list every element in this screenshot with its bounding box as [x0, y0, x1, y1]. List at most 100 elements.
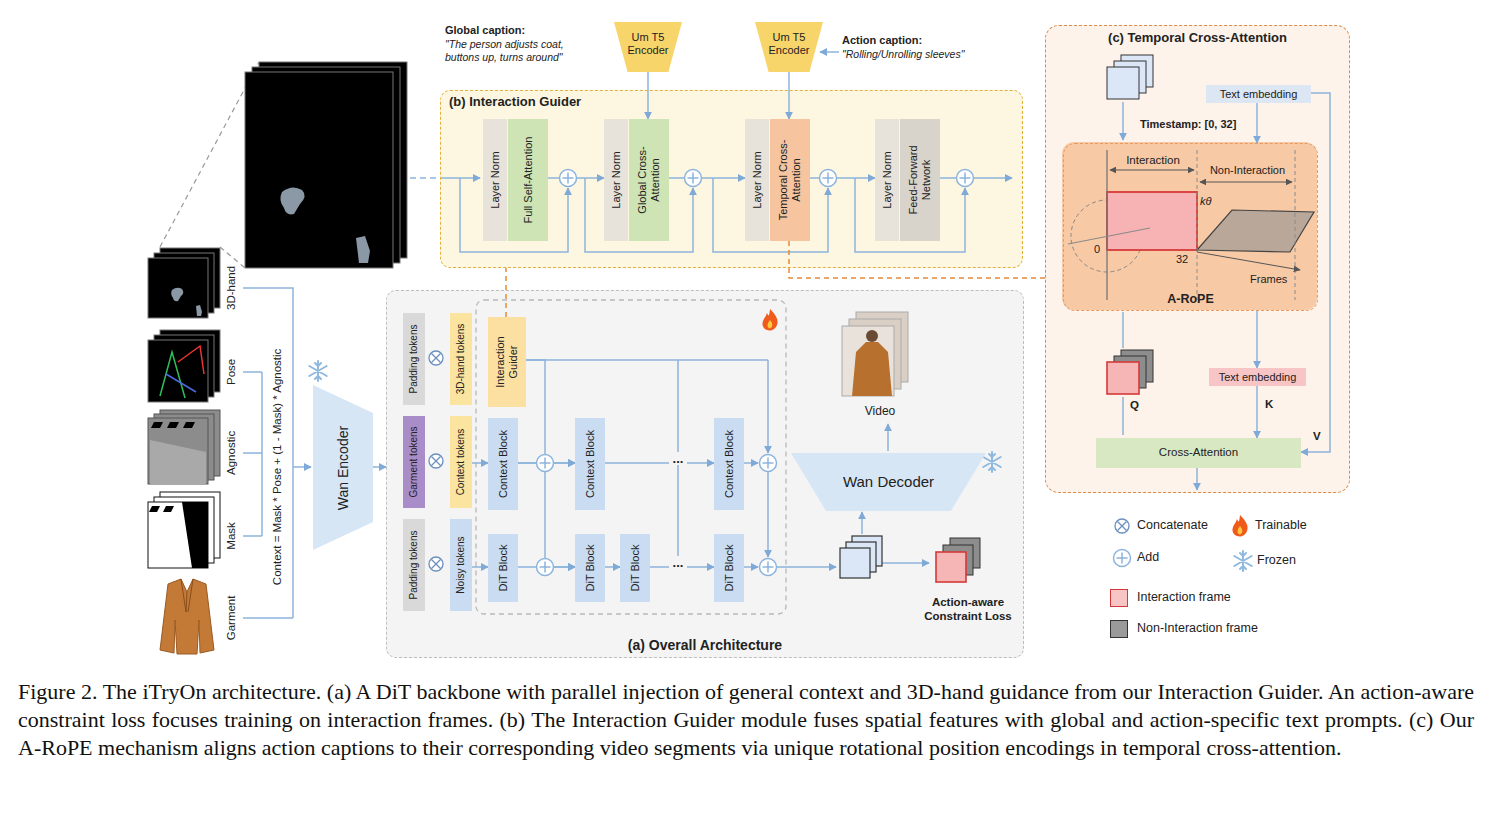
- text-label: Interaction: [1112, 154, 1194, 168]
- node-text: Wan Encoder: [335, 398, 351, 538]
- video-frames: [842, 326, 894, 396]
- input-pose-frames: [148, 330, 220, 402]
- connector: [373, 466, 386, 468]
- input-wires: [243, 288, 293, 618]
- legend-text: Trainable: [1255, 518, 1307, 533]
- process-box: Interaction Guider: [488, 317, 526, 407]
- text-label: 3D-hand: [225, 253, 239, 323]
- text-label: Non-Interaction: [1200, 164, 1295, 177]
- process-box: Global Cross-Attention: [629, 119, 669, 241]
- process-box: DiT Block: [575, 534, 605, 602]
- input-agnostic-frames: [148, 418, 208, 484]
- edge-label: V: [1313, 430, 1321, 444]
- process-box: Feed-Forward Network: [900, 119, 940, 241]
- encoder-trapezoid: Wan Encoder: [313, 385, 373, 550]
- legend-swatch: [1110, 589, 1128, 607]
- input-3d-hand-frames: [356, 236, 370, 263]
- node-text: Padding tokens: [408, 316, 420, 402]
- process-box: Full Self-Attention: [508, 119, 548, 241]
- frozen-icon: [309, 361, 326, 381]
- input-mask-frames: [149, 506, 174, 512]
- backbone-wires: [525, 359, 768, 361]
- node-text: Text embedding: [1209, 88, 1308, 101]
- legend-text: Concatenate: [1137, 518, 1208, 533]
- text-label: Pose: [225, 342, 239, 402]
- input-mask-frames: [148, 502, 208, 568]
- process-box: Context Block: [488, 418, 518, 510]
- input-mask-frames: [182, 502, 208, 568]
- concatenate-symbol: [429, 351, 443, 365]
- input-pose-frames: [166, 374, 196, 392]
- loss-frames: [936, 538, 980, 582]
- latent-frames: [840, 548, 870, 578]
- text-label: Q: [1130, 399, 1142, 413]
- input-garment: [160, 579, 214, 654]
- backbone-wires: [743, 462, 758, 464]
- process-box: Context Block: [575, 418, 605, 510]
- concatenate-symbol: [1115, 519, 1129, 533]
- arope-plot: [1197, 150, 1295, 300]
- node-text: Noisy tokens: [455, 522, 467, 608]
- add-symbol: [560, 170, 577, 187]
- node-text: Temporal Cross-Attention: [777, 129, 802, 231]
- input-pose-frames: [148, 340, 208, 402]
- concatenate-symbol: [429, 351, 1129, 571]
- input-3d-hand-frames: [280, 187, 304, 214]
- text-label: Global caption:: [445, 24, 600, 37]
- connector: [669, 177, 745, 179]
- arope-plot: [1197, 252, 1300, 270]
- process-box: DiT Block: [620, 534, 650, 602]
- connector: [788, 72, 790, 119]
- input-mask-frames: [148, 492, 220, 568]
- panel-fill: [476, 300, 786, 614]
- text-label: kθ: [1200, 195, 1220, 208]
- video-frames: [842, 312, 908, 396]
- panel-region: (b) Interaction GuiderLayer NormFull Sel…: [440, 90, 1023, 268]
- node-text: DiT Block: [584, 539, 597, 597]
- add-symbol: [537, 559, 554, 576]
- arope-plot: [1197, 210, 1314, 252]
- connector: [472, 566, 488, 568]
- panel-fill: [1045, 25, 1350, 493]
- input-agnostic-frames: [148, 410, 220, 484]
- connector: [1301, 93, 1330, 452]
- node-text: (a) Overall Architecture: [387, 637, 1023, 653]
- node-text: Context tokens: [455, 419, 467, 505]
- panel-fill: [386, 25, 1350, 658]
- node-text: Layer Norm: [881, 124, 894, 236]
- arope-plot: [1106, 150, 1107, 300]
- input-3d-hand-frames: [196, 305, 202, 316]
- panel-region: (c) Temporal Cross-AttentionText embeddi…: [1045, 25, 1350, 493]
- node-text: Layer Norm: [489, 124, 502, 236]
- node-text: Padding tokens: [408, 522, 420, 608]
- input-3d-hand-frames: [171, 288, 183, 301]
- node-text: Layer Norm: [610, 124, 623, 236]
- trainable-icon: [762, 309, 1247, 537]
- guider-wires: [410, 52, 1012, 252]
- connector: [1256, 311, 1258, 368]
- encoder-trapezoid: Um T5 Encoder: [614, 22, 682, 72]
- process-box: DiT Block: [714, 534, 744, 602]
- text-label: Action caption:: [842, 34, 1012, 47]
- panel-fill: [386, 290, 1024, 658]
- input-3d-hand-frames: [160, 62, 259, 268]
- panel-fill: [1062, 142, 1317, 310]
- text-label: ...: [669, 556, 687, 569]
- connector: [605, 566, 620, 568]
- node-text: Um T5 Encoder: [621, 31, 675, 56]
- node-text: A-RoPE: [1064, 292, 1317, 306]
- text-label: Action-aware Constraint Loss: [914, 596, 1022, 624]
- process-box: DiT Block: [488, 534, 518, 602]
- arope-plot: [1107, 192, 1197, 250]
- node-text: Interaction Guider: [494, 323, 519, 401]
- node-text: Global Cross-Attention: [636, 129, 661, 231]
- video-frames: [852, 342, 892, 396]
- process-box: Text embedding: [1209, 368, 1306, 386]
- arope-plot: [1068, 150, 1314, 300]
- connector: [647, 72, 649, 119]
- node-text: 3D-hand tokens: [455, 316, 467, 402]
- process-box: Garment tokens: [403, 416, 425, 508]
- node-text: Layer Norm: [751, 124, 764, 236]
- node-text: DiT Block: [629, 539, 642, 597]
- text-label: "Rolling/Unrolling sleeves": [842, 48, 1012, 61]
